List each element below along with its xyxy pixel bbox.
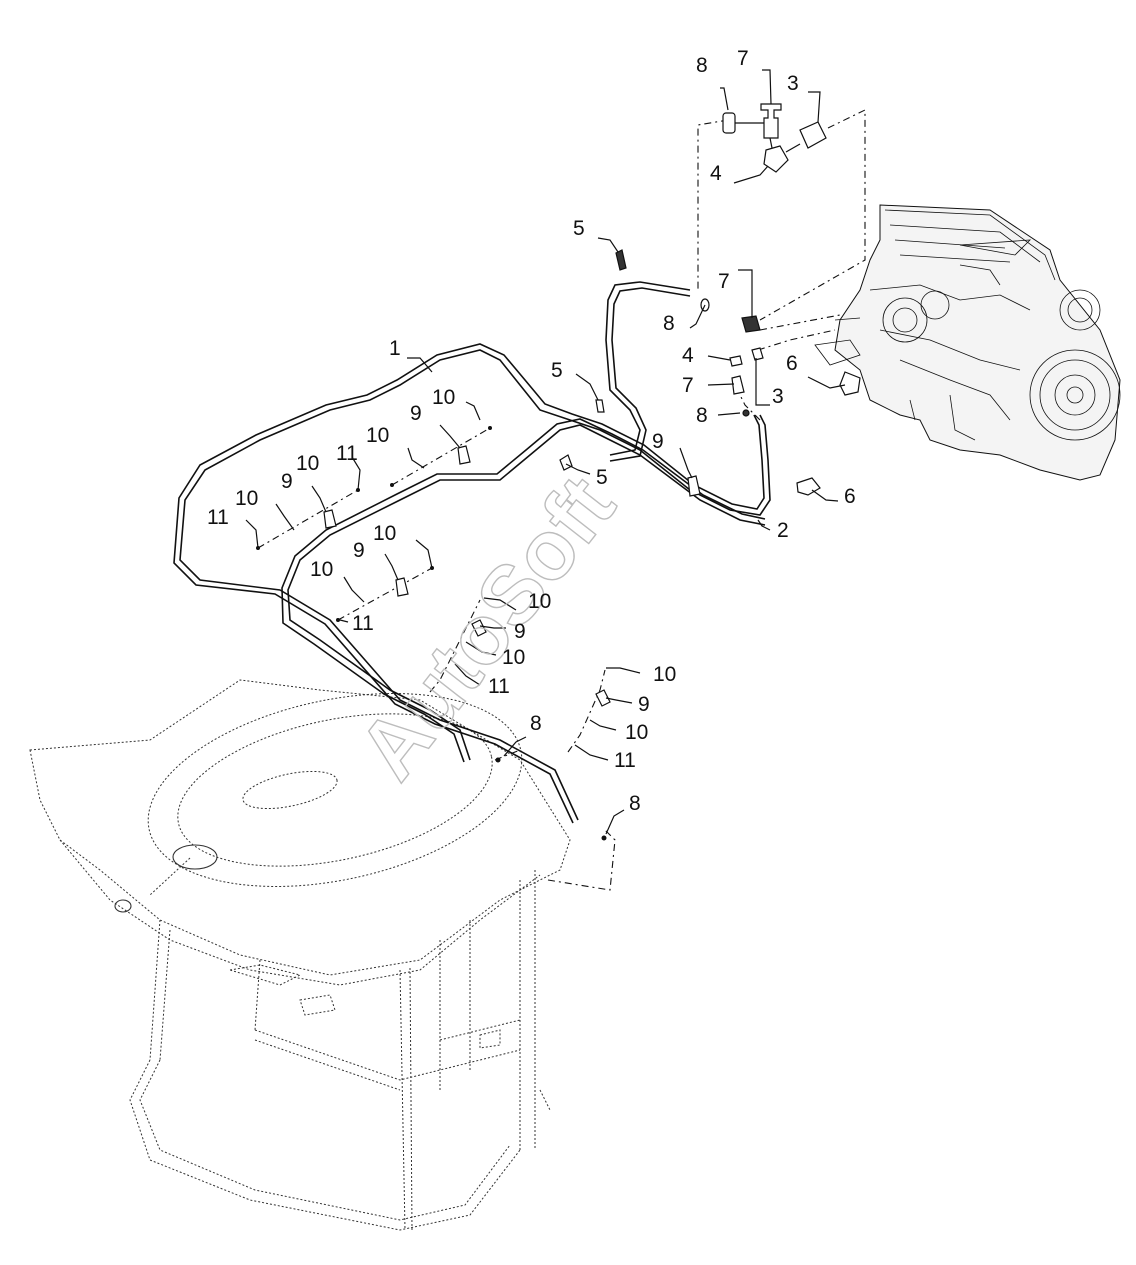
- callout-label: 9: [514, 620, 526, 643]
- callout-label: 10: [296, 452, 319, 475]
- callout-label: 4: [682, 344, 694, 367]
- callout-label: 7: [737, 47, 749, 70]
- assembly-lines: [257, 109, 866, 891]
- leader-lines: [245, 69, 846, 835]
- callout-label: 9: [353, 539, 365, 562]
- engine-assembly: [814, 204, 1121, 481]
- callout-label: 11: [488, 675, 510, 698]
- callout-label: 10: [235, 487, 258, 510]
- callout-label: 8: [629, 792, 641, 815]
- callout-label: 5: [573, 217, 585, 240]
- callout-label: 6: [844, 485, 856, 508]
- callout-label: 11: [207, 506, 229, 529]
- callout-label: 11: [614, 749, 636, 772]
- callout-label: 5: [596, 466, 608, 489]
- callout-label: 11: [336, 442, 358, 465]
- callout-label: 10: [653, 663, 676, 686]
- callout-label: 1: [389, 337, 401, 360]
- callout-label: 10: [310, 558, 333, 581]
- callout-label: 10: [373, 522, 396, 545]
- callout-labels: 8 7 3 4 5 7 8 4 6 7 3 8 1 5 5 9 6 2 10 9…: [207, 47, 856, 815]
- cab-outline: [29, 679, 571, 1231]
- callout-label: 9: [281, 470, 293, 493]
- callout-label: 4: [710, 162, 722, 185]
- callout-label: 9: [652, 430, 664, 453]
- callout-label: 8: [663, 312, 675, 335]
- callout-label: 2: [777, 519, 789, 542]
- callout-label: 9: [410, 402, 422, 425]
- callout-label: 11: [352, 612, 374, 635]
- callout-label: 8: [530, 712, 542, 735]
- callout-label: 3: [772, 385, 784, 408]
- callout-label: 10: [625, 721, 648, 744]
- callout-label: 10: [366, 424, 389, 447]
- callout-label: 10: [528, 590, 551, 613]
- callout-label: 6: [786, 352, 798, 375]
- hose-2: [281, 418, 766, 763]
- callout-label: 7: [682, 374, 694, 397]
- callout-label: 3: [787, 72, 799, 95]
- callout-label: 10: [432, 386, 455, 409]
- callout-label: 5: [551, 359, 563, 382]
- callout-label: 8: [696, 54, 708, 77]
- callout-label: 7: [718, 270, 730, 293]
- hose-5: [605, 281, 691, 462]
- fitting-parts: [256, 103, 861, 841]
- callout-label: 8: [696, 404, 708, 427]
- callout-label: 10: [502, 646, 525, 669]
- callout-label: 9: [638, 693, 650, 716]
